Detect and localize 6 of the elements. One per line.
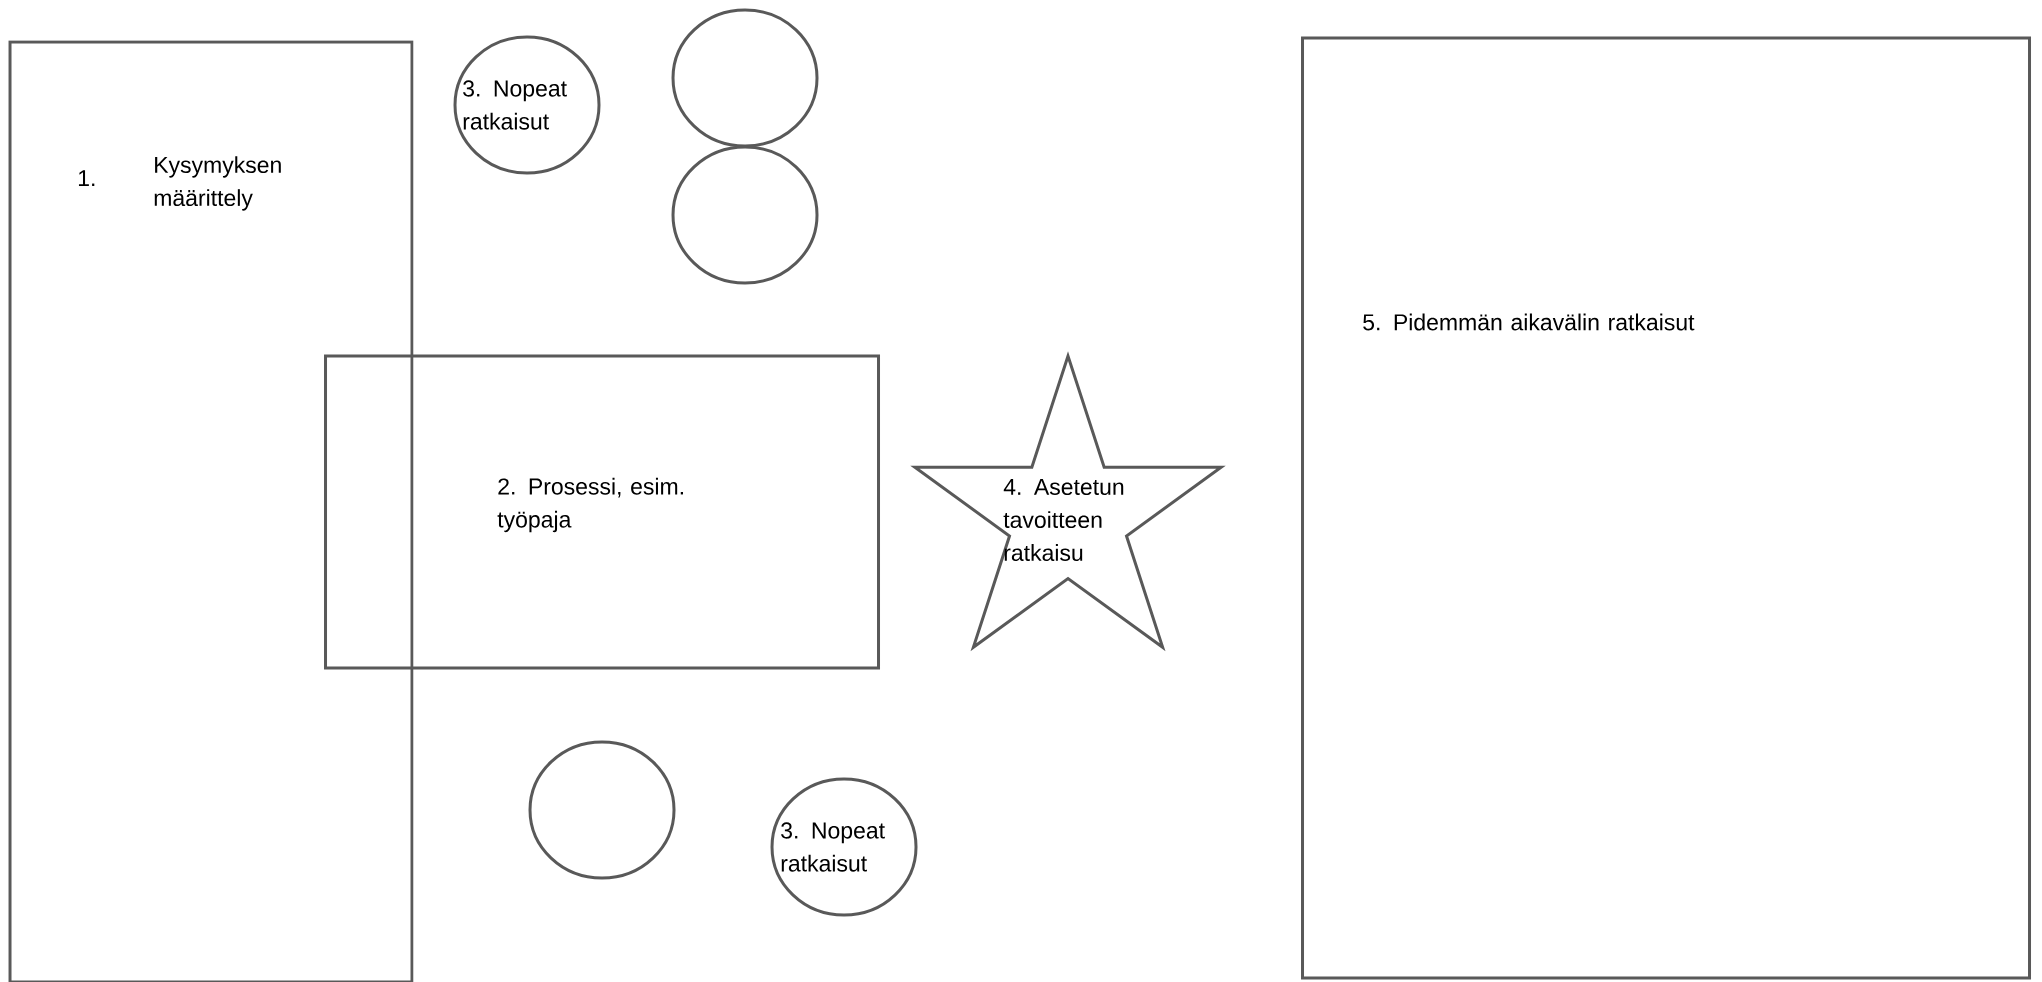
process-box: 2. Prosessi, esim. työpaja <box>324 354 880 670</box>
circle <box>671 8 819 148</box>
circle <box>528 740 676 880</box>
circle <box>671 145 819 285</box>
process-box: 1. Kysymyksen määrittely <box>8 40 414 982</box>
process-box: 5. Pidemmän aikavälin ratkaisut <box>1301 36 2031 980</box>
